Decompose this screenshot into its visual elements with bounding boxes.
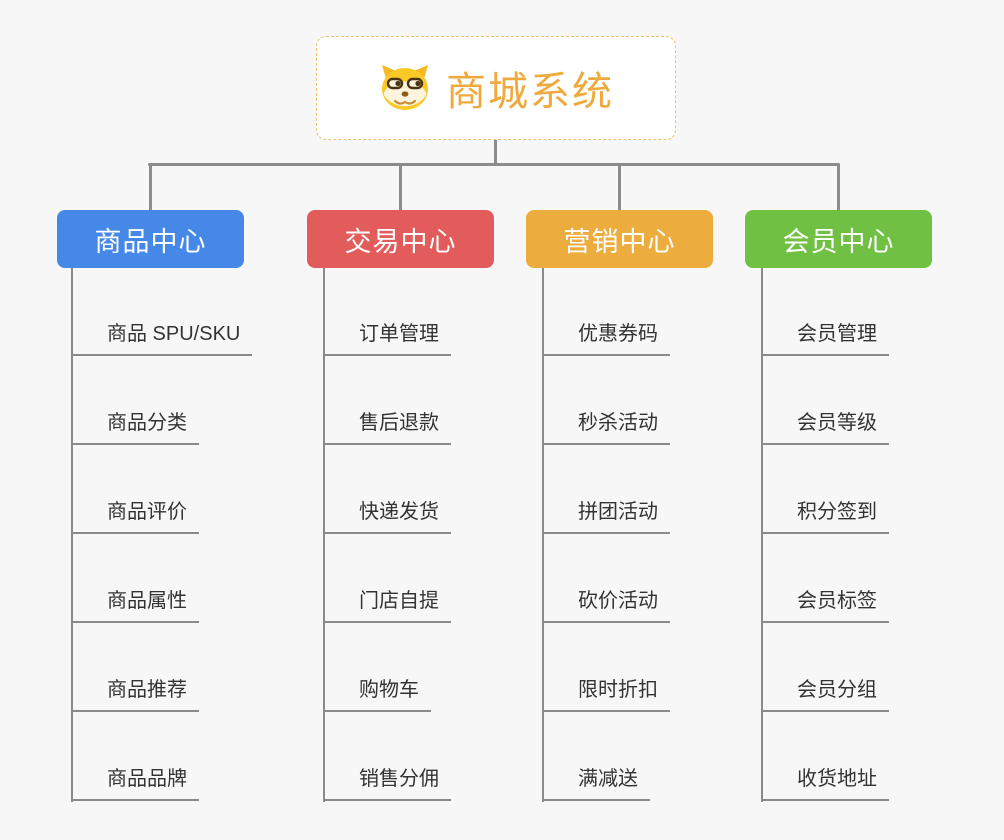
leaf-node[interactable]: 购物车 [325, 676, 431, 712]
leaf-node[interactable]: 收货地址 [763, 765, 889, 801]
root-title: 商城系统 [446, 70, 614, 114]
leaf-node[interactable]: 会员标签 [763, 587, 889, 623]
branch-label: 商品中心 [94, 226, 207, 257]
connector-drop-members [837, 164, 840, 211]
leaf-node[interactable]: 优惠券码 [544, 320, 670, 356]
leaf-node[interactable]: 订单管理 [325, 320, 451, 356]
leaf-node[interactable]: 售后退款 [325, 409, 451, 445]
leaf-node[interactable]: 快递发货 [325, 498, 451, 534]
branch-label: 交易中心 [344, 226, 457, 257]
leaf-node[interactable]: 销售分佣 [325, 765, 451, 801]
leaf-node[interactable]: 商品推荐 [73, 676, 199, 712]
branch-children-trade: 订单管理 售后退款 快递发货 门店自提 购物车 销售分佣 [323, 268, 451, 802]
root-node-mall-system[interactable]: 商城系统 [316, 36, 676, 140]
connector-drop-trade [399, 164, 402, 211]
leaf-node[interactable]: 秒杀活动 [544, 409, 670, 445]
leaf-node[interactable]: 砍价活动 [544, 587, 670, 623]
branch-node-trade[interactable]: 交易中心 [307, 210, 494, 268]
leaf-node[interactable]: 商品评价 [73, 498, 199, 534]
leaf-node[interactable]: 会员等级 [763, 409, 889, 445]
connector-bus [148, 163, 840, 166]
connector-root-stem [494, 139, 497, 165]
branch-children-marketing: 优惠券码 秒杀活动 拼团活动 砍价活动 限时折扣 满减送 [542, 268, 670, 802]
leaf-node[interactable]: 门店自提 [325, 587, 451, 623]
leaf-node[interactable]: 商品分类 [73, 409, 199, 445]
branch-node-products[interactable]: 商品中心 [57, 210, 244, 268]
leaf-node[interactable]: 拼团活动 [544, 498, 670, 534]
connector-drop-products [149, 164, 152, 211]
leaf-node[interactable]: 会员分组 [763, 676, 889, 712]
branch-label: 会员中心 [782, 226, 895, 257]
branch-node-marketing[interactable]: 营销中心 [526, 210, 713, 268]
branch-node-members[interactable]: 会员中心 [745, 210, 932, 268]
leaf-node[interactable]: 商品属性 [73, 587, 199, 623]
leaf-node[interactable]: 满减送 [544, 765, 650, 801]
branch-children-products: 商品 SPU/SKU 商品分类 商品评价 商品属性 商品推荐 商品品牌 [71, 268, 253, 802]
connector-drop-marketing [618, 164, 621, 211]
branch-label: 营销中心 [563, 226, 676, 257]
leaf-node[interactable]: 积分签到 [763, 498, 889, 534]
branch-children-members: 会员管理 会员等级 积分签到 会员标签 会员分组 收货地址 [761, 268, 889, 802]
leaf-node[interactable]: 商品 SPU/SKU [73, 320, 253, 356]
leaf-node[interactable]: 商品品牌 [73, 765, 199, 801]
leaf-node[interactable]: 限时折扣 [544, 676, 670, 712]
leaf-node[interactable]: 会员管理 [763, 320, 889, 356]
doge-icon [382, 65, 428, 110]
